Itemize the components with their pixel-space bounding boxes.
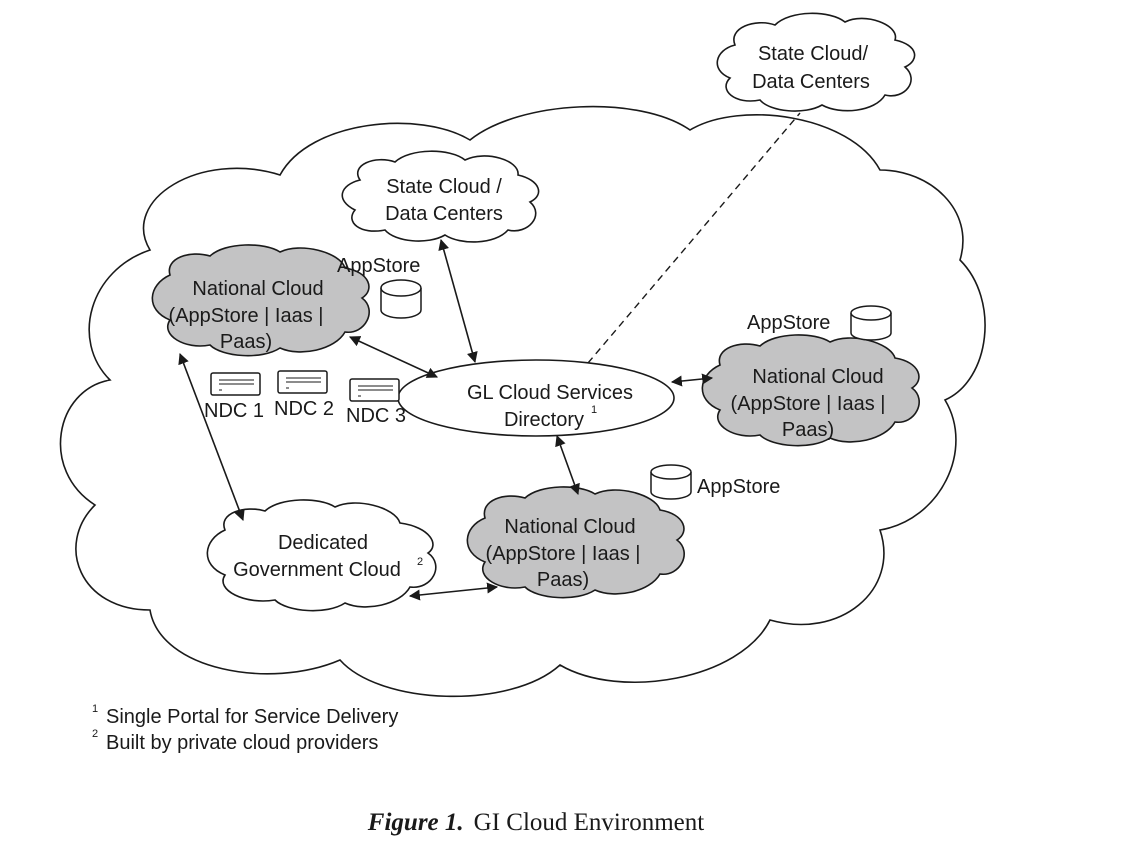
- national-cloud-right: National Cloud (AppStore | Iaas | Paas): [701, 334, 920, 447]
- arrow-directory-to-national-right: [670, 373, 714, 387]
- figure-caption: Figure 1. GI Cloud Environment: [367, 809, 704, 836]
- database-icon-right: [850, 305, 892, 341]
- dedicated-cloud-line2: Government Cloud: [233, 559, 401, 581]
- footnote-1: 1 Single Portal for Service Delivery: [92, 703, 398, 728]
- footnote-2-mark: 2: [92, 728, 98, 740]
- dashed-link-state-cloud-outside: [587, 112, 801, 364]
- footnote-1-text: Single Portal for Service Delivery: [106, 706, 398, 728]
- appstore-label-right: AppStore: [747, 312, 830, 334]
- national-cloud-left-line3: Paas): [220, 331, 272, 353]
- gl-cloud-services-directory: GL Cloud Services Directory 1: [397, 359, 675, 437]
- caption-label: Figure 1.: [367, 809, 464, 836]
- ndc3-label: NDC 3: [346, 405, 406, 427]
- arrow-dedicated-to-national-bottom: [408, 582, 499, 601]
- directory-superscript: 1: [591, 404, 597, 416]
- state-cloud-inside: State Cloud / Data Centers: [341, 150, 540, 243]
- state-cloud-outside-line2: Data Centers: [752, 71, 870, 93]
- appstore-label-bottom: AppStore: [697, 476, 780, 498]
- footnote-2-text: Built by private cloud providers: [106, 732, 378, 754]
- appstore-label-left: AppStore: [337, 255, 420, 277]
- arrow-national-left-to-dedicated: [178, 352, 245, 522]
- directory-line2: Directory: [504, 409, 584, 431]
- database-icon-bottom: [650, 464, 692, 500]
- server-icon-ndc1: [210, 372, 261, 396]
- arrow-directory-to-national-bottom: [555, 434, 580, 496]
- national-cloud-right-line1: National Cloud: [752, 366, 883, 388]
- footnote-2: 2 Built by private cloud providers: [92, 728, 378, 754]
- caption-title: GI Cloud Environment: [474, 809, 705, 836]
- arrow-state-inside-to-directory: [438, 238, 478, 364]
- dedicated-government-cloud: Dedicated Government Cloud 2: [206, 499, 437, 612]
- national-cloud-left-line2: (AppStore | Iaas |: [169, 305, 324, 327]
- national-cloud-bottom-line1: National Cloud: [504, 516, 635, 538]
- dedicated-cloud-line1: Dedicated: [278, 532, 368, 554]
- state-cloud-outside-line1: State Cloud/: [758, 43, 869, 65]
- national-cloud-bottom: National Cloud (AppStore | Iaas | Paas): [466, 486, 685, 599]
- state-cloud-inside-line2: Data Centers: [385, 203, 503, 225]
- ndc1-label: NDC 1: [204, 400, 264, 422]
- database-icon-left: [380, 279, 422, 319]
- state-cloud-inside-line1: State Cloud /: [386, 176, 502, 198]
- directory-line1: GL Cloud Services: [467, 382, 633, 404]
- state-cloud-outside: State Cloud/ Data Centers: [716, 12, 916, 112]
- dedicated-cloud-superscript: 2: [417, 556, 423, 568]
- caption-text: Figure 1. GI Cloud Environment: [367, 809, 704, 836]
- national-cloud-right-line2: (AppStore | Iaas |: [731, 393, 886, 415]
- ndc2-label: NDC 2: [274, 398, 334, 420]
- national-cloud-right-line3: Paas): [782, 419, 834, 441]
- server-icon-ndc2: [277, 370, 328, 394]
- server-icon-ndc3: [349, 378, 400, 402]
- national-cloud-bottom-line3: Paas): [537, 569, 589, 591]
- footnote-1-mark: 1: [92, 703, 98, 715]
- national-cloud-bottom-line2: (AppStore | Iaas |: [486, 543, 641, 565]
- national-cloud-left-line1: National Cloud: [192, 278, 323, 300]
- national-cloud-left: National Cloud (AppStore | Iaas | Paas): [151, 244, 370, 357]
- arrow-national-left-to-directory: [349, 336, 438, 378]
